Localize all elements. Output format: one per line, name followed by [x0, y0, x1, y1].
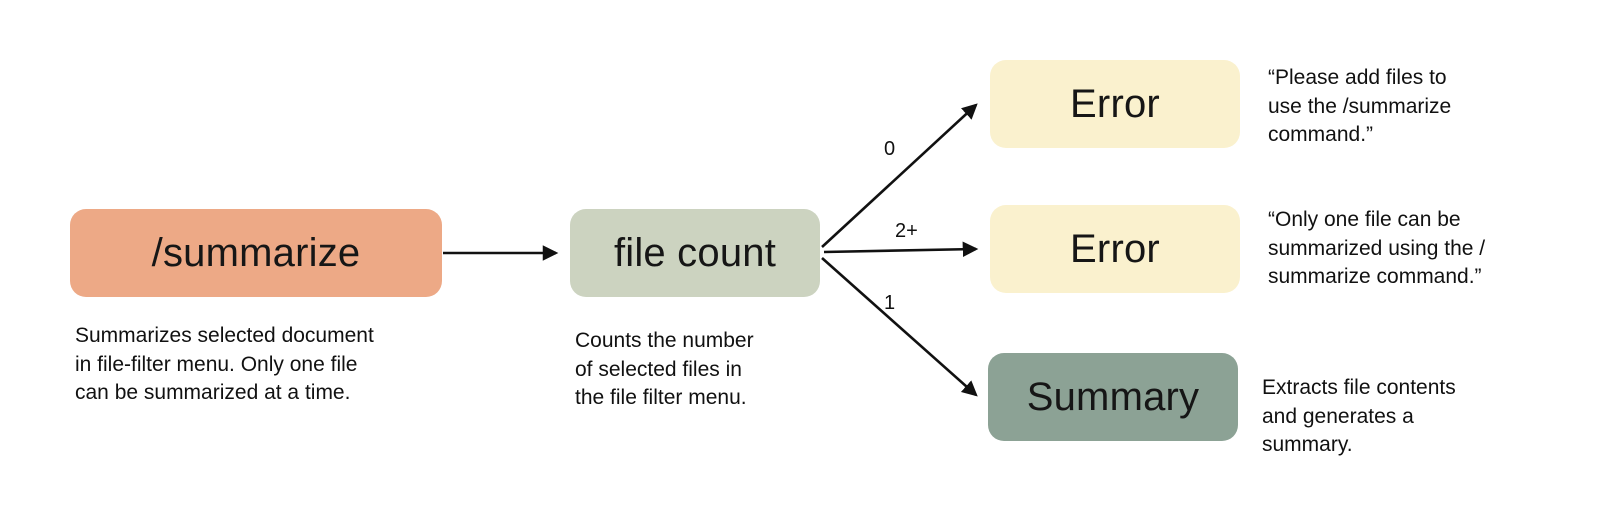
node-file-count-label: file count — [613, 230, 777, 275]
edge-label-two-plus: 2+ — [895, 220, 918, 242]
caption-file-count: Counts the number of selected files in t… — [575, 329, 754, 410]
edge-label-one: 1 — [884, 292, 896, 314]
node-summary-label: Summary — [1026, 374, 1200, 419]
node-error-multiple-files: Error — [990, 205, 1240, 293]
caption-summarize: Summarizes selected document in file-fil… — [75, 324, 374, 405]
node-error-zero-files-label: Error — [1070, 81, 1160, 126]
node-summary: Summary — [988, 353, 1238, 441]
node-summarize-label: /summarize — [151, 230, 361, 275]
caption-summary: Extracts file contents and generates a s… — [1262, 376, 1456, 457]
node-summarize: /summarize — [70, 209, 442, 297]
edge-label-zero: 0 — [884, 138, 896, 160]
caption-error-multiple-files: “Only one file can be summarized using t… — [1268, 208, 1486, 289]
caption-error-zero-files: “Please add files to use the /summarize … — [1268, 66, 1452, 147]
node-file-count: file count — [570, 209, 820, 297]
node-error-multiple-files-label: Error — [1070, 226, 1160, 271]
edge-filecount-to-error2plus — [823, 241, 979, 258]
node-error-zero-files: Error — [990, 60, 1240, 148]
